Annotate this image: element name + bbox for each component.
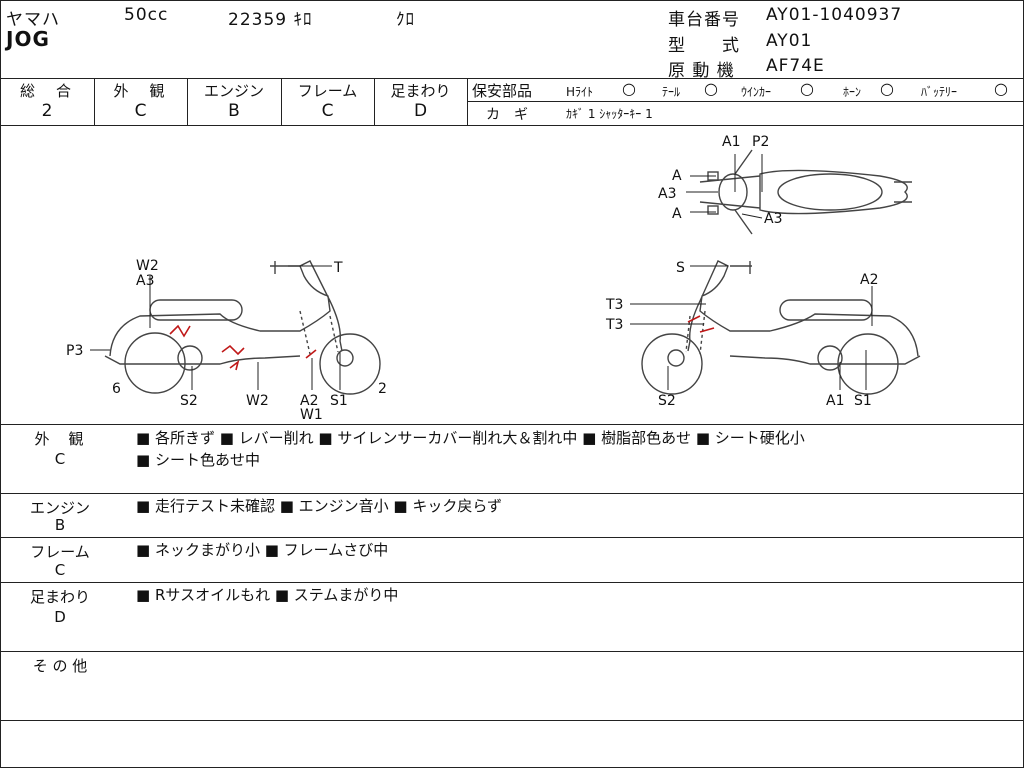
- callout-left-s2: S2: [180, 393, 198, 409]
- callout-right-t3-upper: T3: [605, 297, 623, 313]
- grade-value-suspension: D: [413, 101, 428, 121]
- grade-value-overall: 2: [41, 101, 53, 121]
- callout-right-s2: S2: [658, 393, 676, 409]
- callout-left-w1: W1: [300, 407, 323, 423]
- grade-label-engine: エンジン: [203, 82, 264, 100]
- key-value: ｶｷﾞ 1 ｼｬｯﾀｰｷｰ 1: [566, 107, 653, 121]
- safety-label: 保安部品: [472, 82, 533, 100]
- grade-value-exterior: C: [134, 101, 147, 121]
- divider: [0, 493, 1024, 494]
- safety-item-winker: ｳｲﾝｶｰ: [741, 85, 772, 99]
- engine-label: 原 動 機: [668, 61, 735, 81]
- divider: [0, 582, 1024, 583]
- frame-number: AY01-1040937: [766, 5, 903, 25]
- callout-left-w2-bottom: W2: [246, 393, 269, 409]
- callout-top-a-lower: A: [672, 206, 682, 222]
- section-grade: D: [54, 608, 66, 626]
- divider: [0, 424, 1024, 425]
- section-title: 足まわり: [29, 588, 90, 606]
- callout-right-s1: S1: [854, 393, 872, 409]
- safety-item-battery: ﾊﾞｯﾃﾘｰ: [921, 85, 958, 99]
- safety-item-horn: ﾎｰﾝ: [843, 85, 862, 99]
- divider: [94, 78, 95, 125]
- callout-top-a3-right: A3: [764, 211, 782, 227]
- divider: [0, 651, 1024, 652]
- section-title: そ の 他: [32, 657, 88, 675]
- section-title: フレーム: [30, 543, 90, 561]
- callout-top-a3-left: A3: [658, 186, 676, 202]
- grade-label-overall: 総 合: [19, 82, 74, 100]
- type-label: 型 式: [668, 36, 740, 56]
- callout-left-p3: P3: [66, 343, 83, 359]
- divider: [187, 78, 188, 125]
- grade-label-exterior: 外 観: [113, 82, 168, 100]
- model-name: JOG: [6, 27, 50, 51]
- callout-left-a2: A2: [300, 393, 318, 409]
- damage-marks: [169, 315, 715, 371]
- callout-top-p2: P2: [752, 134, 769, 150]
- divider: [467, 101, 1024, 102]
- callout-left-6: 6: [112, 381, 121, 397]
- engine-value: AF74E: [766, 56, 825, 76]
- section-grade: B: [54, 516, 66, 534]
- callout-leaders: [90, 154, 873, 390]
- callout-top-a1: A1: [722, 134, 740, 150]
- color: ｸﾛ: [396, 10, 415, 30]
- section-grade: C: [54, 450, 66, 468]
- scooter-left-view: [104, 260, 381, 395]
- callout-left-t: T: [333, 260, 343, 276]
- divider: [374, 78, 375, 125]
- divider: [281, 78, 282, 125]
- section-note: ■ 走行テスト未確認 ■ エンジン音小 ■ キック戻らず: [136, 497, 503, 515]
- maker: ヤマハ: [6, 10, 60, 30]
- grade-value-frame: C: [321, 101, 334, 121]
- callout-left-2: 2: [378, 381, 387, 397]
- grade-label-suspension: 足まわり: [390, 82, 451, 100]
- frame-number-label: 車台番号: [668, 10, 740, 30]
- grade-label-frame: フレーム: [297, 82, 358, 100]
- key-label: カ ギ: [486, 107, 528, 123]
- divider: [0, 78, 1024, 79]
- safety-status-battery: ○: [994, 79, 1008, 98]
- displacement: 50cc: [124, 5, 169, 25]
- callout-right-a2: A2: [860, 272, 878, 288]
- section-note: ■ シート色あせ中: [136, 451, 260, 469]
- callout-right-s: S: [676, 260, 685, 276]
- damage-diagram: W2 A3 T P3 6 S2 W2 A2 W1 S1 2 S A2 T3 T3…: [66, 134, 921, 423]
- safety-status-horn: ○: [880, 79, 894, 98]
- scooter-top-view: [699, 149, 912, 235]
- section-note: ■ ネックまがり小 ■ フレームさび中: [136, 541, 389, 559]
- section-grade: C: [54, 561, 66, 579]
- type-value: AY01: [766, 31, 813, 51]
- safety-status-tail: ○: [704, 79, 718, 98]
- mileage: 22359 ｷﾛ: [228, 10, 313, 30]
- section-title: エンジン: [29, 499, 90, 517]
- callout-left-w2: W2: [136, 258, 159, 274]
- callout-right-a1: A1: [826, 393, 844, 409]
- grade-value-engine: B: [228, 101, 240, 121]
- safety-status-winker: ○: [800, 79, 814, 98]
- section-note: ■ 各所きず ■ レバー削れ ■ サイレンサーカバー削れ大＆割れ中 ■ 樹脂部色…: [136, 429, 805, 447]
- section-title: 外 観: [34, 430, 86, 448]
- safety-status-headlight: ○: [622, 79, 636, 98]
- divider: [0, 125, 1024, 126]
- divider: [0, 537, 1024, 538]
- callout-top-a-upper: A: [672, 168, 682, 184]
- callout-right-t3-lower: T3: [605, 317, 623, 333]
- divider: [0, 720, 1024, 721]
- callout-left-a3: A3: [136, 273, 154, 289]
- safety-item-tail: ﾃｰﾙ: [662, 85, 681, 99]
- safety-item-headlight: Hﾗｲﾄ: [566, 85, 594, 99]
- section-note: ■ Rサスオイルもれ ■ ステムまがり中: [136, 586, 399, 604]
- callout-left-s1: S1: [330, 393, 348, 409]
